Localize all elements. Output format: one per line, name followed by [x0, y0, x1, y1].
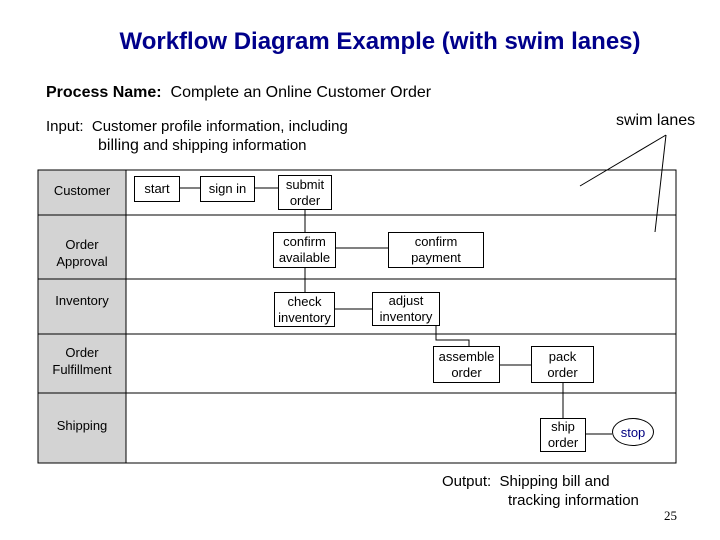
input-label: Input: — [46, 118, 84, 135]
page-number: 25 — [664, 508, 677, 523]
output-line-1: Output: Shipping bill and — [442, 473, 610, 490]
input-rest: and shipping information — [138, 137, 307, 154]
step-adjust-inventory: adjust inventory — [372, 292, 440, 326]
step-submit-order: submit order — [278, 175, 332, 210]
process-name-value: Complete an Online Customer Order — [170, 84, 432, 101]
step-ship-order: ship order — [540, 418, 586, 452]
callout-line — [654, 134, 667, 233]
lane-label-column — [37, 169, 127, 464]
step-start: start — [134, 176, 180, 202]
step-sign-in: sign in — [200, 176, 255, 202]
callout-line — [579, 134, 667, 187]
swim-lanes-callout: swim lanes — [616, 112, 696, 129]
lane-order-fulfillment: Order Fulfillment — [52, 345, 112, 377]
process-name-label: Process Name: — [46, 84, 162, 101]
input-billing: billing — [98, 137, 139, 154]
diagram-frame — [37, 169, 677, 464]
step-assemble-order: assemble order — [433, 346, 500, 383]
input-line-2: billing and shipping information — [98, 137, 307, 155]
lane-shipping: Shipping — [56, 418, 108, 433]
lane-customer: Customer — [53, 183, 111, 198]
step-stop: stop — [612, 418, 654, 446]
step-confirm-available: confirm available — [273, 232, 336, 268]
process-name: Process Name: Complete an Online Custome… — [46, 84, 431, 102]
connector-adjust-assemble — [435, 326, 470, 346]
output-line-2: tracking information — [508, 492, 639, 509]
lane-inventory: Inventory — [55, 293, 109, 308]
page-title: Workflow Diagram Example (with swim lane… — [119, 28, 641, 55]
step-confirm-payment: confirm payment — [388, 232, 484, 268]
input-line-1: Input: Customer profile information, inc… — [46, 118, 348, 135]
lane-order-approval: Order Approval — [56, 237, 108, 269]
output-label: Output: — [442, 473, 492, 490]
input-text: Customer profile information, including — [91, 118, 348, 135]
step-check-inventory: check inventory — [274, 292, 335, 327]
step-pack-order: pack order — [531, 346, 594, 383]
output-text-1: Shipping bill and — [499, 473, 610, 490]
